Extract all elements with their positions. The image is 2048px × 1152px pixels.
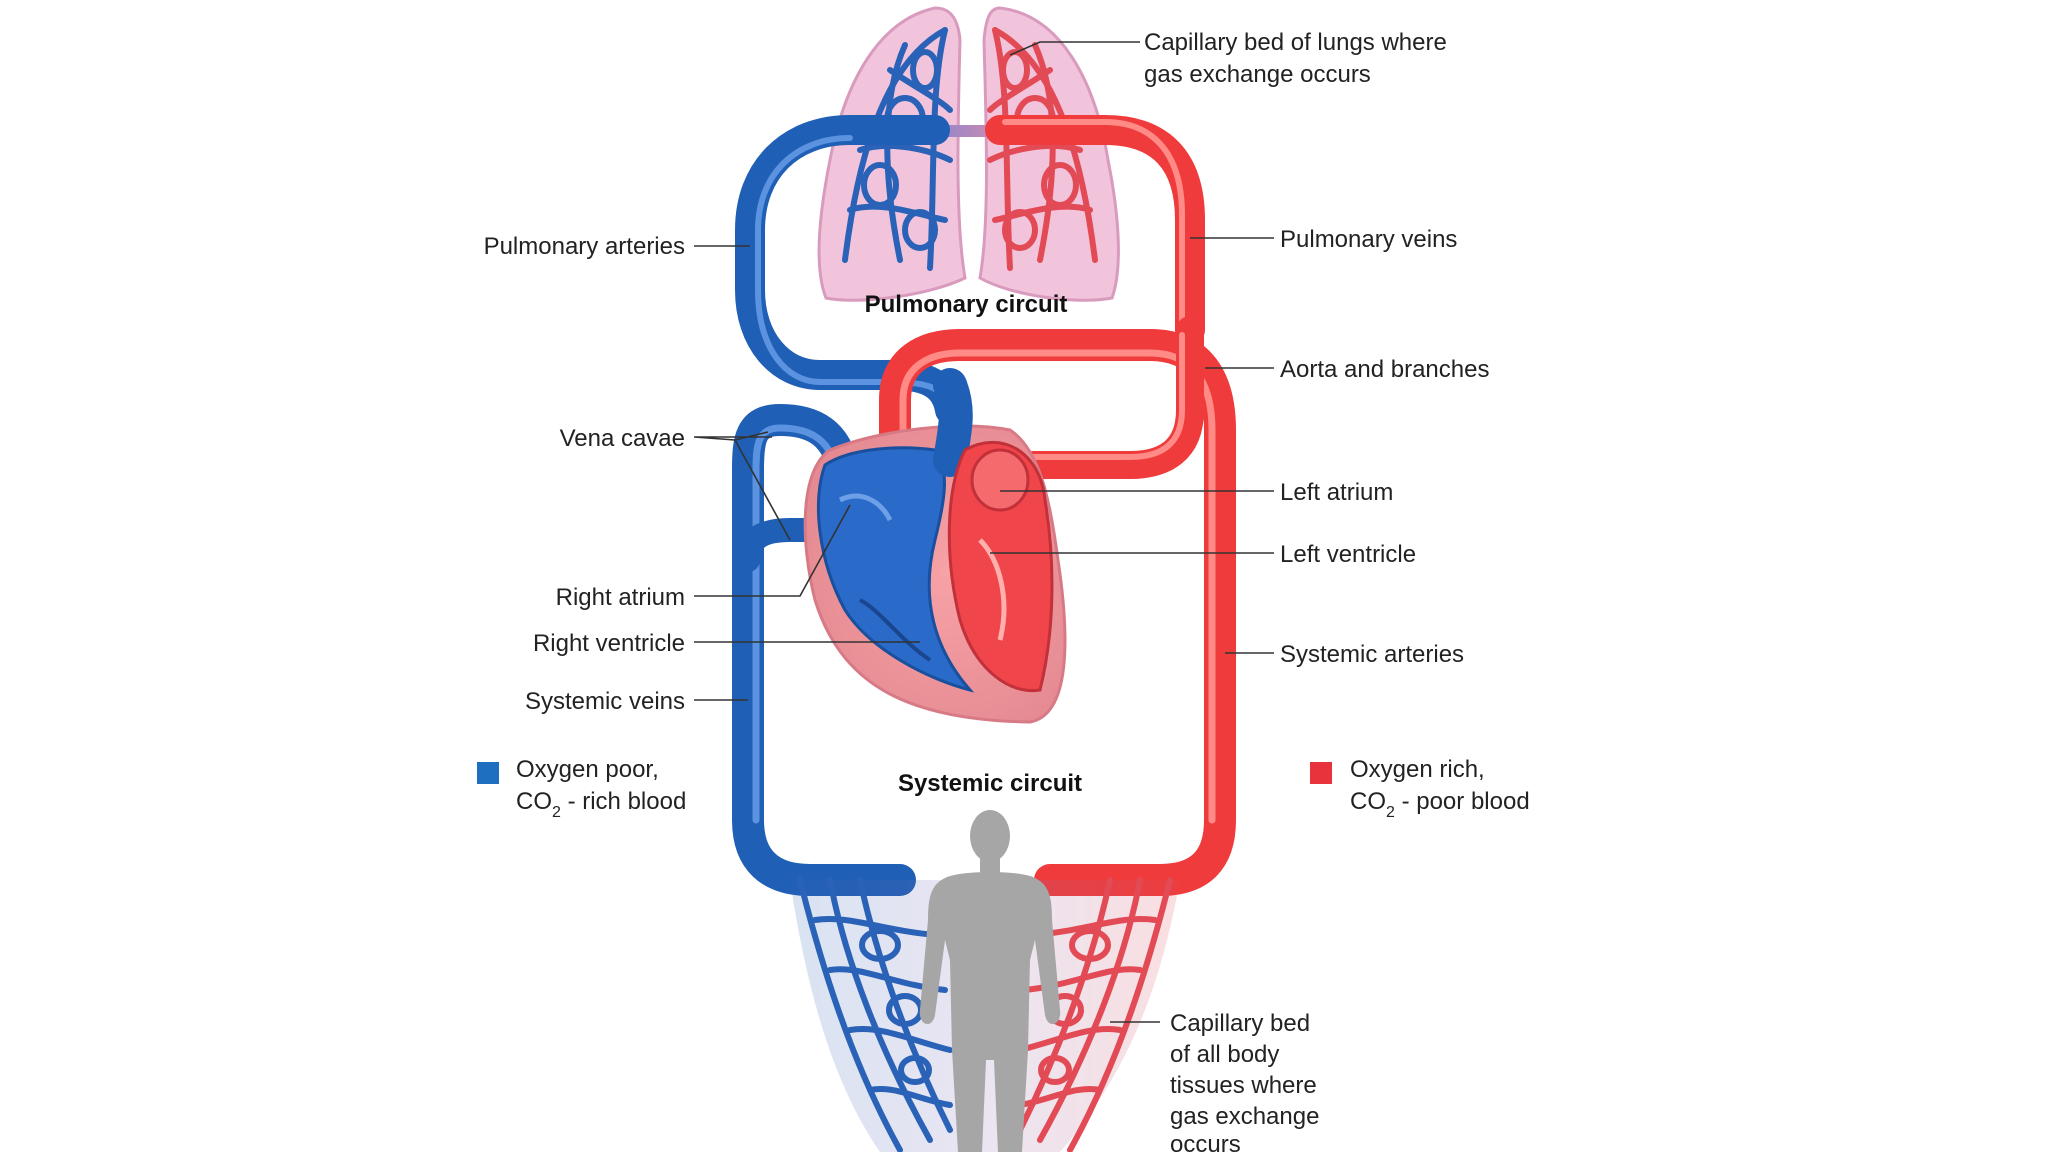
- label-capillary-lungs-line1: Capillary bed of lungs where: [1144, 29, 1447, 56]
- label-capillary-body-line5: occurs: [1170, 1131, 1241, 1152]
- label-systemic-arteries: Systemic arteries: [1280, 641, 1464, 668]
- left-atrium: [970, 448, 1030, 512]
- left-atrium-ventricle: [947, 440, 1054, 693]
- legend-swatch-blue: [477, 762, 499, 784]
- legend-rich-line2: CO2 - poor blood: [1350, 788, 1530, 821]
- left-lung: [817, 6, 967, 302]
- legend-poor-line2: CO2 - rich blood: [516, 788, 686, 821]
- label-left-ventricle: Left ventricle: [1280, 541, 1416, 568]
- label-right-ventricle: Right ventricle: [533, 630, 685, 657]
- right-lung: [978, 6, 1120, 302]
- label-pulmonary-veins: Pulmonary veins: [1280, 226, 1457, 253]
- pulmonary-vessels: [735, 115, 1205, 425]
- label-pulmonary-circuit: Pulmonary circuit: [865, 291, 1068, 318]
- label-capillary-lungs-line2: gas exchange occurs: [1144, 61, 1371, 88]
- right-atrium-ventricle: [816, 446, 975, 693]
- label-pulmonary-arteries: Pulmonary arteries: [484, 233, 685, 260]
- label-capillary-body-line3: tissues where: [1170, 1072, 1317, 1099]
- heart: [803, 368, 1067, 724]
- label-systemic-circuit: Systemic circuit: [898, 770, 1082, 797]
- legend-rich-line1: Oxygen rich,: [1350, 756, 1485, 783]
- leader-lines: [693, 41, 1274, 1023]
- label-right-atrium: Right atrium: [556, 584, 685, 611]
- lungs: [817, 6, 1120, 302]
- label-vena-cavae: Vena cavae: [560, 425, 685, 452]
- legend-oxygen-poor: Oxygen poor, CO2 - rich blood: [477, 756, 686, 821]
- label-capillary-body-line1: Capillary bed: [1170, 1010, 1310, 1037]
- human-silhouette: [919, 810, 1061, 1152]
- label-left-atrium: Left atrium: [1280, 479, 1393, 506]
- labels: Capillary bed of lungs where gas exchang…: [484, 29, 1490, 1152]
- aorta-and-systemic-arteries: [879, 316, 1236, 896]
- legend-poor-line1: Oxygen poor,: [516, 756, 659, 783]
- label-aorta: Aorta and branches: [1280, 356, 1489, 383]
- lung-bridge: [945, 125, 995, 137]
- label-systemic-veins: Systemic veins: [525, 688, 685, 715]
- legend-oxygen-rich: Oxygen rich, CO2 - poor blood: [1310, 756, 1530, 821]
- legend-swatch-red: [1310, 762, 1332, 784]
- vena-cavae-and-systemic-veins: [732, 404, 916, 896]
- label-capillary-body-line2: of all body: [1170, 1041, 1279, 1068]
- label-capillary-body-line4: gas exchange: [1170, 1103, 1319, 1130]
